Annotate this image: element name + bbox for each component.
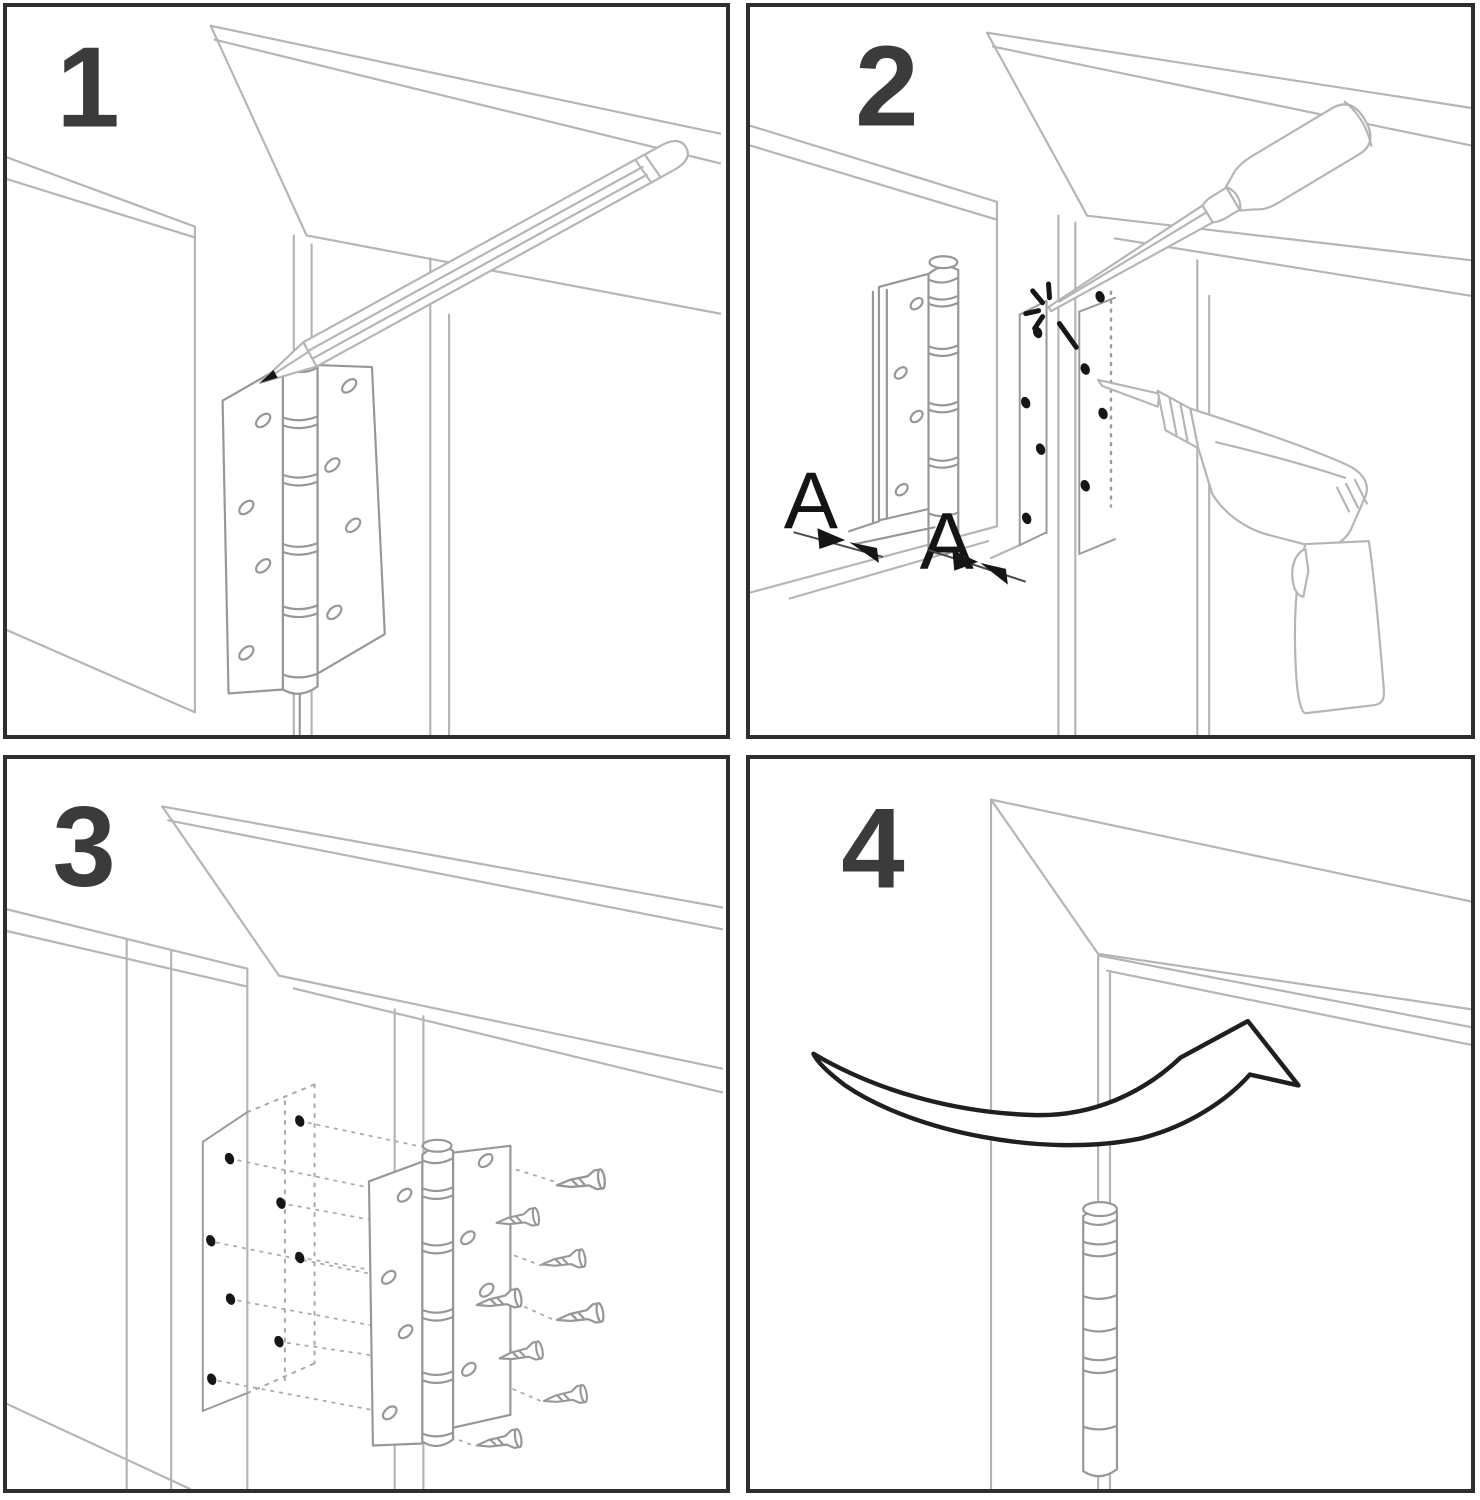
step-panel-4: 4 xyxy=(746,755,1475,1493)
screw-icon xyxy=(555,1168,607,1191)
dim-arrow xyxy=(980,562,1008,585)
dim-arrow xyxy=(817,528,846,550)
step-4-illustration: 4 xyxy=(811,786,1471,1489)
screws xyxy=(475,1168,607,1449)
screw-icon xyxy=(555,1302,605,1324)
dim-label-left: A xyxy=(784,455,838,546)
butt-hinge-icon xyxy=(367,1138,512,1448)
step-panel-3: 3 xyxy=(3,755,730,1493)
step-number-1: 1 xyxy=(56,25,119,152)
door-frame xyxy=(989,798,1471,1489)
door-swing-arrow-icon xyxy=(811,1018,1301,1148)
screw-icon xyxy=(542,1383,588,1405)
screw-icon xyxy=(540,1248,587,1269)
step-number-3: 3 xyxy=(52,784,115,911)
step-number-2: 2 xyxy=(855,24,918,151)
dim-arrow xyxy=(849,542,879,563)
step-2-illustration: A A 2 xyxy=(750,24,1471,735)
screw-icon xyxy=(495,1206,541,1227)
pilot-hole-marks xyxy=(1018,290,1116,555)
dim-arrow xyxy=(952,550,979,571)
step-3-illustration: 3 xyxy=(7,784,724,1489)
step-1-illustration: 1 xyxy=(7,25,722,735)
screw-icon xyxy=(498,1340,544,1361)
folded-hinge-icon xyxy=(848,255,960,556)
bradawl-icon xyxy=(1047,100,1373,313)
step-panel-1: 1 xyxy=(3,3,730,739)
butt-hinge-icon xyxy=(221,357,386,735)
dimension-markers: A A xyxy=(784,455,1027,587)
drill-icon xyxy=(1097,378,1386,715)
screw-icon xyxy=(475,1287,523,1309)
dim-label-right: A xyxy=(920,496,974,587)
pencil-tip xyxy=(260,369,278,383)
pilot-hole-strip xyxy=(201,1111,305,1412)
screw-icon xyxy=(475,1428,523,1449)
step-panel-2: A A 2 xyxy=(746,3,1475,739)
ghost-hinge-outline xyxy=(246,1083,316,1395)
impact-starburst-icon xyxy=(1023,281,1079,350)
step-number-4: 4 xyxy=(841,786,904,913)
hinge-barrel-icon xyxy=(1082,1201,1119,1478)
pencil-icon xyxy=(259,139,689,384)
